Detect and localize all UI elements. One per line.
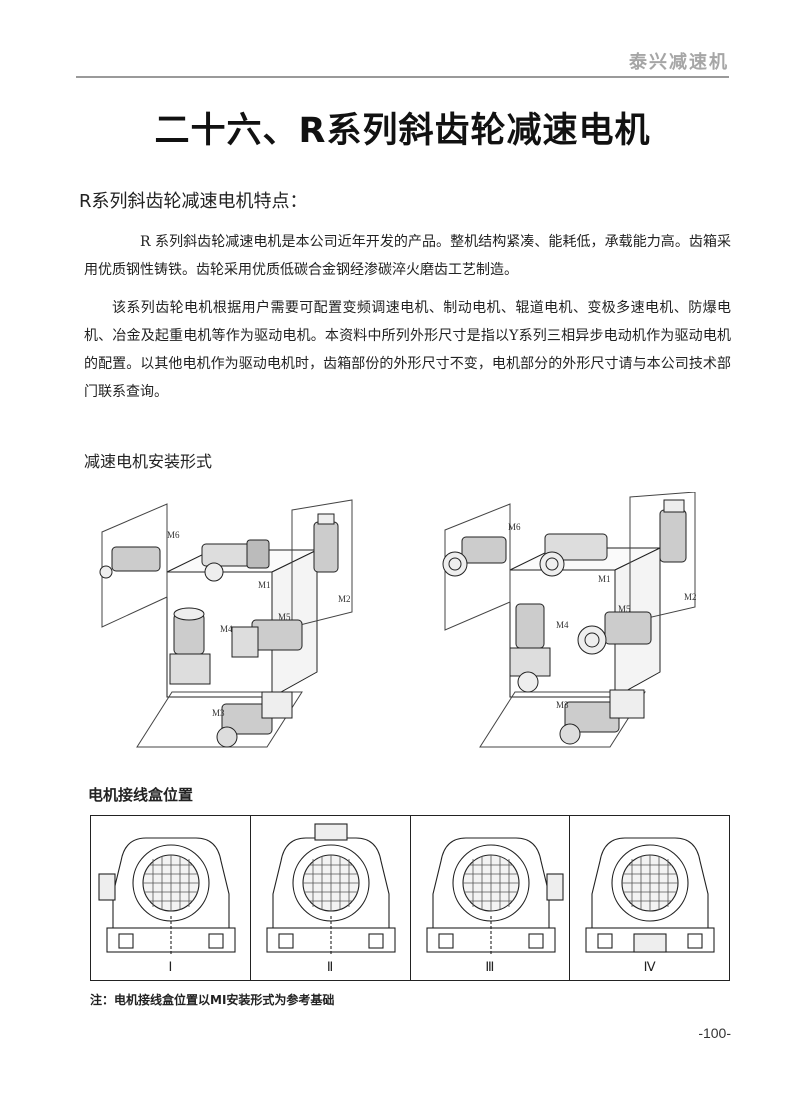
mounting-diagram-foot: M1 M2 M3 M4 M5 M6: [92, 492, 382, 764]
terminal-position-1: Ⅰ: [91, 816, 251, 980]
terminal-position-3: Ⅲ: [411, 816, 571, 980]
page-title: 二十六、R系列斜齿轮减速电机: [154, 111, 651, 151]
terminal-position-2: Ⅱ: [251, 816, 411, 980]
mount-label-m2: M2: [338, 594, 351, 604]
terminal-box-table: Ⅰ Ⅱ: [90, 815, 730, 981]
mount-label-m1: M1: [258, 580, 271, 590]
motor-end-view-3: [425, 837, 564, 956]
motor-end-view-2: [266, 823, 396, 956]
mount2-label-m5: M5: [618, 604, 631, 614]
terminal-position-4: Ⅳ: [570, 816, 729, 980]
mount2-label-m2: M2: [684, 592, 697, 602]
motor-end-view-1: [98, 837, 236, 956]
page-number: -100-: [698, 1025, 731, 1041]
mount2-label-m3: M3: [556, 700, 569, 710]
mounting-diagram-flange-svg: M1 M2 M3 M4 M5 M6: [442, 492, 697, 748]
features-heading: R系列斜齿轮减速电机特点：: [79, 191, 308, 212]
motor-end-view-4: [585, 837, 715, 953]
mounting-diagram-foot-svg: M1 M2 M3 M4 M5 M6: [99, 499, 353, 748]
terminal-box-note: 注：电机接线盒位置以MI安装形式为参考基础: [90, 993, 335, 1007]
mount-label-m6: M6: [167, 530, 180, 540]
mount2-label-m6: M6: [508, 522, 521, 532]
terminal-position-label-1: Ⅰ: [168, 959, 173, 974]
brand-header: 泰兴减速机: [629, 52, 729, 73]
terminal-position-label-4: Ⅳ: [643, 959, 656, 974]
top-divider: [76, 76, 729, 78]
mount-label-m3: M3: [212, 708, 225, 718]
mount-label-m5: M5: [278, 612, 291, 622]
mount2-label-m4: M4: [556, 620, 569, 630]
terminal-box-heading: 电机接线盒位置: [88, 786, 194, 804]
features-paragraph-1: R 系列斜齿轮减速电机是本公司近年开发的产品。整机结构紧凑、能耗低，承载能力高。…: [84, 234, 731, 278]
features-paragraph-2: 该系列齿轮电机根据用户需要可配置变频调速电机、制动电机、辊道电机、变极多速电机、…: [84, 300, 731, 400]
mount-label-m4: M4: [220, 624, 233, 634]
mount2-label-m1: M1: [598, 574, 611, 584]
terminal-position-label-2: Ⅱ: [326, 959, 334, 974]
mounting-diagram-flange: M1 M2 M3 M4 M5 M6: [440, 492, 730, 764]
terminal-position-label-3: Ⅲ: [485, 959, 495, 974]
mounting-heading: 减速电机安装形式: [84, 452, 213, 471]
